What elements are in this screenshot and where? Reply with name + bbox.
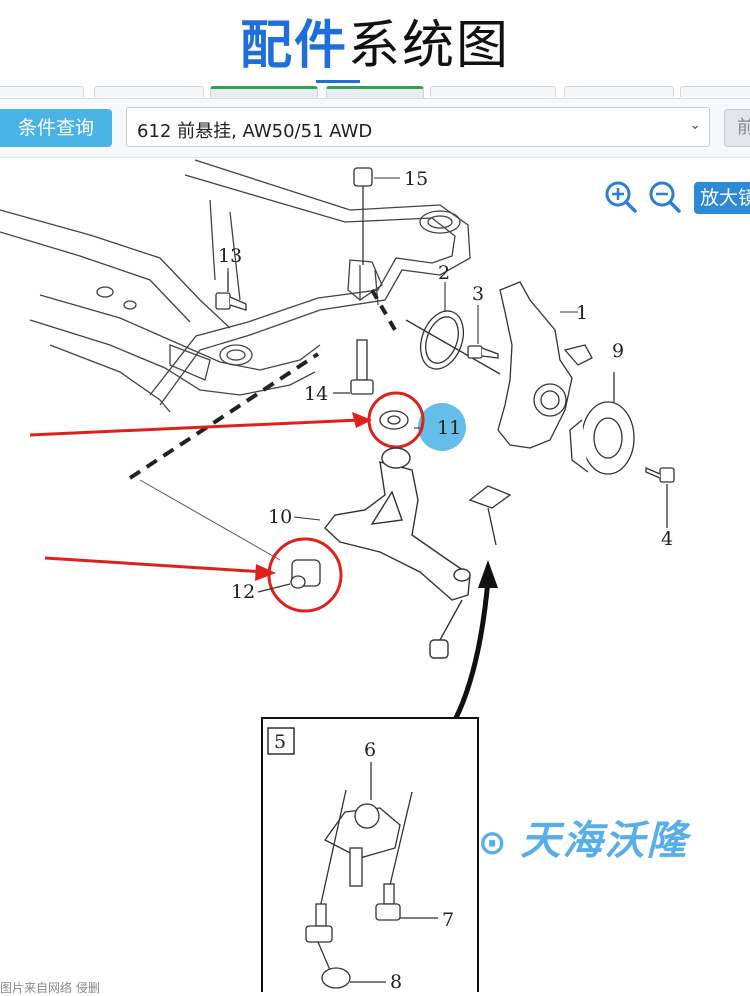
part-13-bolt[interactable] [215,272,247,311]
red-arrow-11 [29,418,361,437]
model-select-value: 612 前悬挂, AW50/51 AWD [137,121,373,142]
callout-14[interactable]: 14 [304,383,328,405]
part-11-badge [418,403,466,451]
page-title: 配件系统图 [0,14,750,78]
tab-2[interactable] [94,86,204,97]
condition-query-button[interactable]: 条件查询 [0,109,112,147]
callout-8[interactable]: 8 [390,971,402,992]
dashed-guide-left [128,352,320,480]
title-part2: 系统图 [348,16,511,76]
watermark-text: 天海沃隆 [520,818,689,864]
callout-labels: 1 2 3 4 9 10 11 12 13 14 15 [218,168,673,603]
callout-9[interactable]: 9 [612,340,624,362]
part-2-shield[interactable] [405,305,501,375]
footer-note: 图片来自网络 侵删 [0,981,100,995]
tab-3[interactable] [210,86,318,99]
inset-label: 5 [274,731,286,753]
tab-5[interactable] [430,86,556,97]
part-1-knuckle[interactable] [468,281,593,546]
part-9-hub[interactable] [569,372,635,475]
parts-diagram: 1 2 3 4 9 10 11 12 13 14 15 5 6 7 8 [0,159,675,992]
tab-6[interactable] [564,86,674,97]
callout-4[interactable]: 4 [661,528,673,550]
callout-3[interactable]: 3 [472,283,484,305]
part-10-control-arm[interactable] [324,447,471,659]
chevron-down-icon: ⌄ [689,117,701,133]
highlight-circle-12 [267,537,343,613]
callout-7[interactable]: 7 [442,909,454,931]
magnifier-button[interactable]: 放大镜 [694,182,750,214]
leader-lines [227,177,578,521]
tab-4[interactable] [326,86,424,99]
title-part1: 配件 [239,16,348,76]
callout-10[interactable]: 10 [268,506,292,528]
callout-1[interactable]: 1 [576,302,588,324]
tab-1[interactable] [0,86,84,97]
part-4-bolt[interactable] [645,467,675,528]
part-11-bushing[interactable] [379,410,409,430]
part-14-bolt[interactable] [333,339,374,395]
subframe-drawing [0,159,471,413]
callout-12[interactable]: 12 [231,581,255,603]
front-button[interactable]: 前 [724,109,750,147]
inset-detail-5: 5 6 7 8 [261,717,479,992]
inset-arrow [452,579,491,722]
part-15-nut[interactable] [353,167,373,265]
callout-15[interactable]: 15 [404,168,428,190]
model-select[interactable]: 612 前悬挂, AW50/51 AWD ⌄ [126,107,710,147]
watermark-logo: ⊙ 天海沃隆 [478,808,689,866]
toolbar: 条件查询 612 前悬挂, AW50/51 AWD ⌄ 前 [0,98,750,158]
part-12-bushing[interactable] [290,559,321,589]
part-3-bolt[interactable] [467,345,499,359]
zoom-in-icon[interactable] [604,180,638,214]
title-underline [316,80,360,83]
callout-6[interactable]: 6 [364,739,376,761]
callout-13[interactable]: 13 [218,245,242,267]
watermark-icon: ⊙ [478,823,509,863]
callout-2[interactable]: 2 [438,262,450,284]
tab-strip [0,86,750,99]
inset-parts [305,762,438,989]
red-arrow-12 [44,556,266,574]
tab-7[interactable] [680,86,750,97]
zoom-out-icon[interactable] [648,180,682,214]
dashed-guide-top [370,289,397,331]
callout-11[interactable]: 11 [437,417,461,439]
